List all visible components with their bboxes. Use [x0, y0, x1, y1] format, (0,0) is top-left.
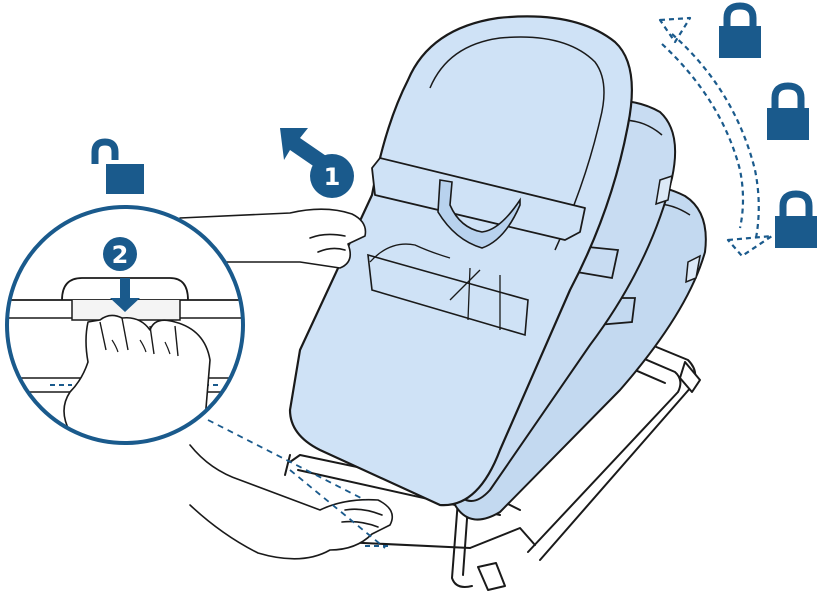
step-badge-2: 2 — [103, 237, 137, 271]
unlocked-padlock-icon — [95, 142, 144, 194]
locked-padlock-icon — [767, 86, 809, 140]
locked-padlock-icon — [775, 194, 817, 248]
step-number: 2 — [112, 241, 129, 269]
locked-padlock-icon — [719, 6, 761, 58]
step-number: 1 — [324, 163, 341, 191]
step-badge-1: 1 — [310, 154, 354, 198]
